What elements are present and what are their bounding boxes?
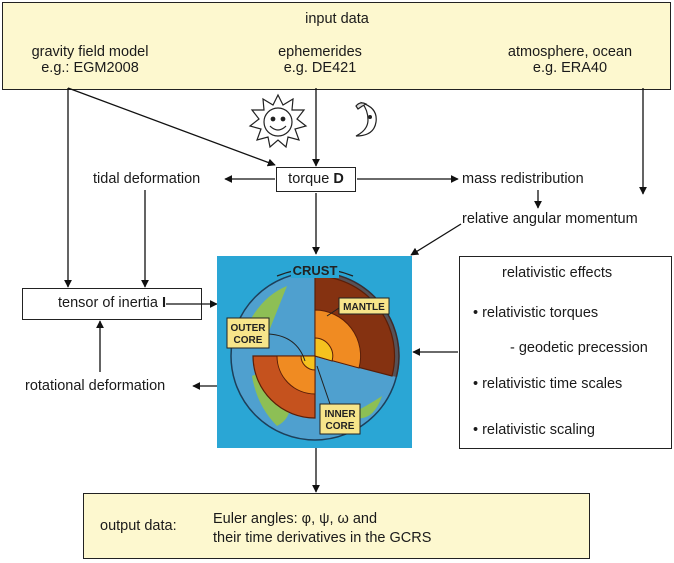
outer-core-pointer: [268, 333, 306, 362]
gravity-field-title: gravity field model: [31, 44, 149, 60]
earth-interior-illustration: CRUST MANTLE OUTER CORE INNER CORE: [217, 256, 412, 448]
mantle-label-bg: [338, 297, 390, 315]
ephemerides-example: e.g. DE421: [283, 60, 357, 76]
atmosphere-example: e.g. ERA40: [532, 60, 608, 76]
torque-label: torque D: [276, 171, 356, 188]
crust-label: CRUST: [293, 263, 338, 278]
torque-text: torque: [288, 171, 330, 187]
input-data-box: [2, 2, 671, 90]
geodetic-precession-item: - geodetic precession: [510, 340, 648, 356]
torque-box: [276, 167, 356, 192]
tidal-deformation-label: tidal deformation: [93, 171, 201, 187]
ephemerides-title: ephemerides: [278, 44, 362, 60]
atmosphere-title: atmosphere, ocean: [507, 44, 633, 60]
relativistic-effects-title: relativistic effects: [502, 265, 613, 281]
relative-angular-momentum-label: relative angular momentum: [462, 211, 638, 227]
inner-core-label-2: CORE: [326, 421, 355, 432]
earth-inner-core: [314, 337, 334, 362]
output-line-2: their time derivatives in the GCRS: [213, 530, 432, 546]
tensor-of-inertia-symbol: I: [161, 295, 166, 311]
outer-core-label-bg: [226, 317, 270, 349]
sun-icon: [248, 93, 308, 149]
output-data-label: output data:: [100, 518, 177, 534]
mantle-pointer: [326, 307, 340, 317]
input-data-title: input data: [305, 11, 369, 27]
outer-core-label-2: CORE: [234, 335, 263, 346]
tensor-of-inertia-label: tensor of inertia I: [22, 295, 202, 312]
arrow-gravity-to-torque: [67, 87, 276, 167]
mantle-label: MANTLE: [343, 302, 385, 313]
rotational-deformation-label: rotational deformation: [25, 378, 166, 394]
outer-core-label-1: OUTER: [231, 323, 267, 334]
inner-core-label-1: INNER: [324, 409, 356, 420]
relativistic-effects-box: [459, 256, 672, 449]
relativistic-scaling-item: • relativistic scaling: [473, 422, 595, 438]
tensor-of-inertia-text: tensor of inertia: [57, 295, 158, 311]
moon-icon: [355, 101, 377, 137]
crust-label-bg: [291, 262, 339, 278]
output-data-box: [83, 493, 590, 559]
relativistic-time-scales-item: • relativistic time scales: [473, 376, 623, 392]
arrow-angular-to-earth: [410, 223, 462, 256]
mass-redistribution-label: mass redistribution: [462, 171, 584, 187]
torque-symbol: D: [333, 171, 344, 187]
inner-core-pointer: [316, 365, 331, 405]
relativistic-torques-item: • relativistic torques: [473, 305, 599, 321]
gravity-field-example: e.g.: EGM2008: [41, 60, 139, 76]
output-line-1: Euler angles: φ, ψ, ω and: [213, 511, 378, 527]
inner-core-label-bg: [319, 403, 361, 435]
